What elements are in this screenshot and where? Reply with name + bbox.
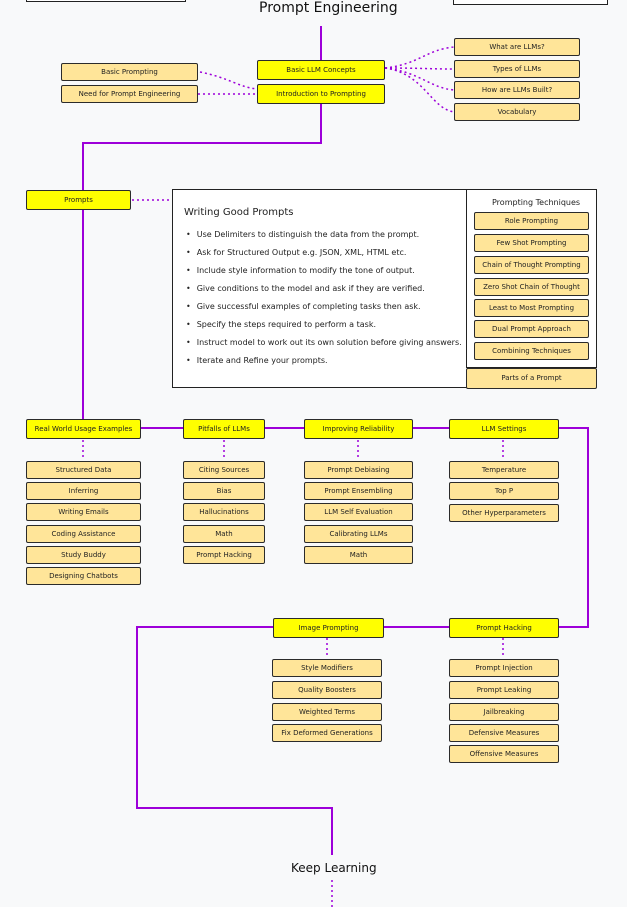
node-few-shot-prompting[interactable]: Few Shot Prompting (474, 234, 589, 252)
node-role-prompting[interactable]: Role Prompting (474, 212, 589, 230)
list-item: Specify the steps required to perform a … (186, 316, 462, 334)
node-prompt-leaking[interactable]: Prompt Leaking (449, 681, 559, 699)
list-item: Iterate and Refine your prompts. (186, 352, 462, 370)
node-writing-emails[interactable]: Writing Emails (26, 503, 141, 521)
node-dual-prompt-approach[interactable]: Dual Prompt Approach (474, 320, 589, 338)
node-llm-settings[interactable]: LLM Settings (449, 419, 559, 439)
list-item: Use Delimiters to distinguish the data f… (186, 226, 462, 244)
node-combining-techniques[interactable]: Combining Techniques (474, 342, 589, 360)
node-offensive-measures[interactable]: Offensive Measures (449, 745, 559, 763)
node-prompts[interactable]: Prompts (26, 190, 131, 210)
node-pitfalls-of-llms[interactable]: Pitfalls of LLMs (183, 419, 265, 439)
node-least-to-most-prompting[interactable]: Least to Most Prompting (474, 299, 589, 317)
node-other-hyperparameters[interactable]: Other Hyperparameters (449, 504, 559, 522)
node-real-world-usage-examples[interactable]: Real World Usage Examples (26, 419, 141, 439)
node-inferring[interactable]: Inferring (26, 482, 141, 500)
node-prompt-injection[interactable]: Prompt Injection (449, 659, 559, 677)
node-weighted-terms[interactable]: Weighted Terms (272, 703, 382, 721)
node-coding-assistance[interactable]: Coding Assistance (26, 525, 141, 543)
node-vocabulary[interactable]: Vocabulary (454, 103, 580, 121)
writing-good-prompts-title: Writing Good Prompts (184, 207, 294, 218)
keep-learning-label[interactable]: Keep Learning (291, 861, 377, 875)
node-top-p[interactable]: Top P (449, 482, 559, 500)
list-item: Include style information to modify the … (186, 262, 462, 280)
node-prompt-ensembling[interactable]: Prompt Ensembling (304, 482, 413, 500)
node-temperature[interactable]: Temperature (449, 461, 559, 479)
node-prompt-hacking-pitfall[interactable]: Prompt Hacking (183, 546, 265, 564)
node-jailbreaking[interactable]: Jailbreaking (449, 703, 559, 721)
top-left-box (26, 0, 186, 2)
prompting-techniques-title: Prompting Techniques (492, 198, 581, 207)
node-calibrating-llms[interactable]: Calibrating LLMs (304, 525, 413, 543)
writing-good-prompts-list: Use Delimiters to distinguish the data f… (186, 226, 462, 370)
page-title: Prompt Engineering (259, 0, 398, 16)
node-study-buddy[interactable]: Study Buddy (26, 546, 141, 564)
node-llm-self-evaluation[interactable]: LLM Self Evaluation (304, 503, 413, 521)
top-right-box (453, 0, 608, 5)
list-item: Instruct model to work out its own solut… (186, 334, 462, 352)
node-hallucinations[interactable]: Hallucinations (183, 503, 265, 521)
node-basic-llm-concepts[interactable]: Basic LLM Concepts (257, 60, 385, 80)
node-improving-reliability[interactable]: Improving Reliability (304, 419, 413, 439)
node-style-modifiers[interactable]: Style Modifiers (272, 659, 382, 677)
node-introduction-to-prompting[interactable]: Introduction to Prompting (257, 84, 385, 104)
node-prompt-hacking[interactable]: Prompt Hacking (449, 618, 559, 638)
node-zero-shot-chain-of-thought[interactable]: Zero Shot Chain of Thought (474, 278, 589, 296)
node-quality-boosters[interactable]: Quality Boosters (272, 681, 382, 699)
list-item: Give successful examples of completing t… (186, 298, 462, 316)
list-item: Ask for Structured Output e.g. JSON, XML… (186, 244, 462, 262)
node-bias[interactable]: Bias (183, 482, 265, 500)
node-need-for-prompt-engineering[interactable]: Need for Prompt Engineering (61, 85, 198, 103)
node-prompt-debiasing[interactable]: Prompt Debiasing (304, 461, 413, 479)
node-citing-sources[interactable]: Citing Sources (183, 461, 265, 479)
node-math[interactable]: Math (183, 525, 265, 543)
list-item: Give conditions to the model and ask if … (186, 280, 462, 298)
node-math-reliability[interactable]: Math (304, 546, 413, 564)
node-types-of-llms[interactable]: Types of LLMs (454, 60, 580, 78)
node-how-are-llms-built[interactable]: How are LLMs Built? (454, 81, 580, 99)
node-basic-prompting[interactable]: Basic Prompting (61, 63, 198, 81)
node-image-prompting[interactable]: Image Prompting (273, 618, 384, 638)
node-chain-of-thought-prompting[interactable]: Chain of Thought Prompting (474, 256, 589, 274)
node-what-are-llms[interactable]: What are LLMs? (454, 38, 580, 56)
node-parts-of-a-prompt[interactable]: Parts of a Prompt (466, 368, 597, 389)
node-fix-deformed-generations[interactable]: Fix Deformed Generations (272, 724, 382, 742)
node-structured-data[interactable]: Structured Data (26, 461, 141, 479)
node-designing-chatbots[interactable]: Designing Chatbots (26, 567, 141, 585)
node-defensive-measures[interactable]: Defensive Measures (449, 724, 559, 742)
writing-good-prompts-panel: Writing Good Prompts Use Delimiters to d… (172, 189, 468, 388)
